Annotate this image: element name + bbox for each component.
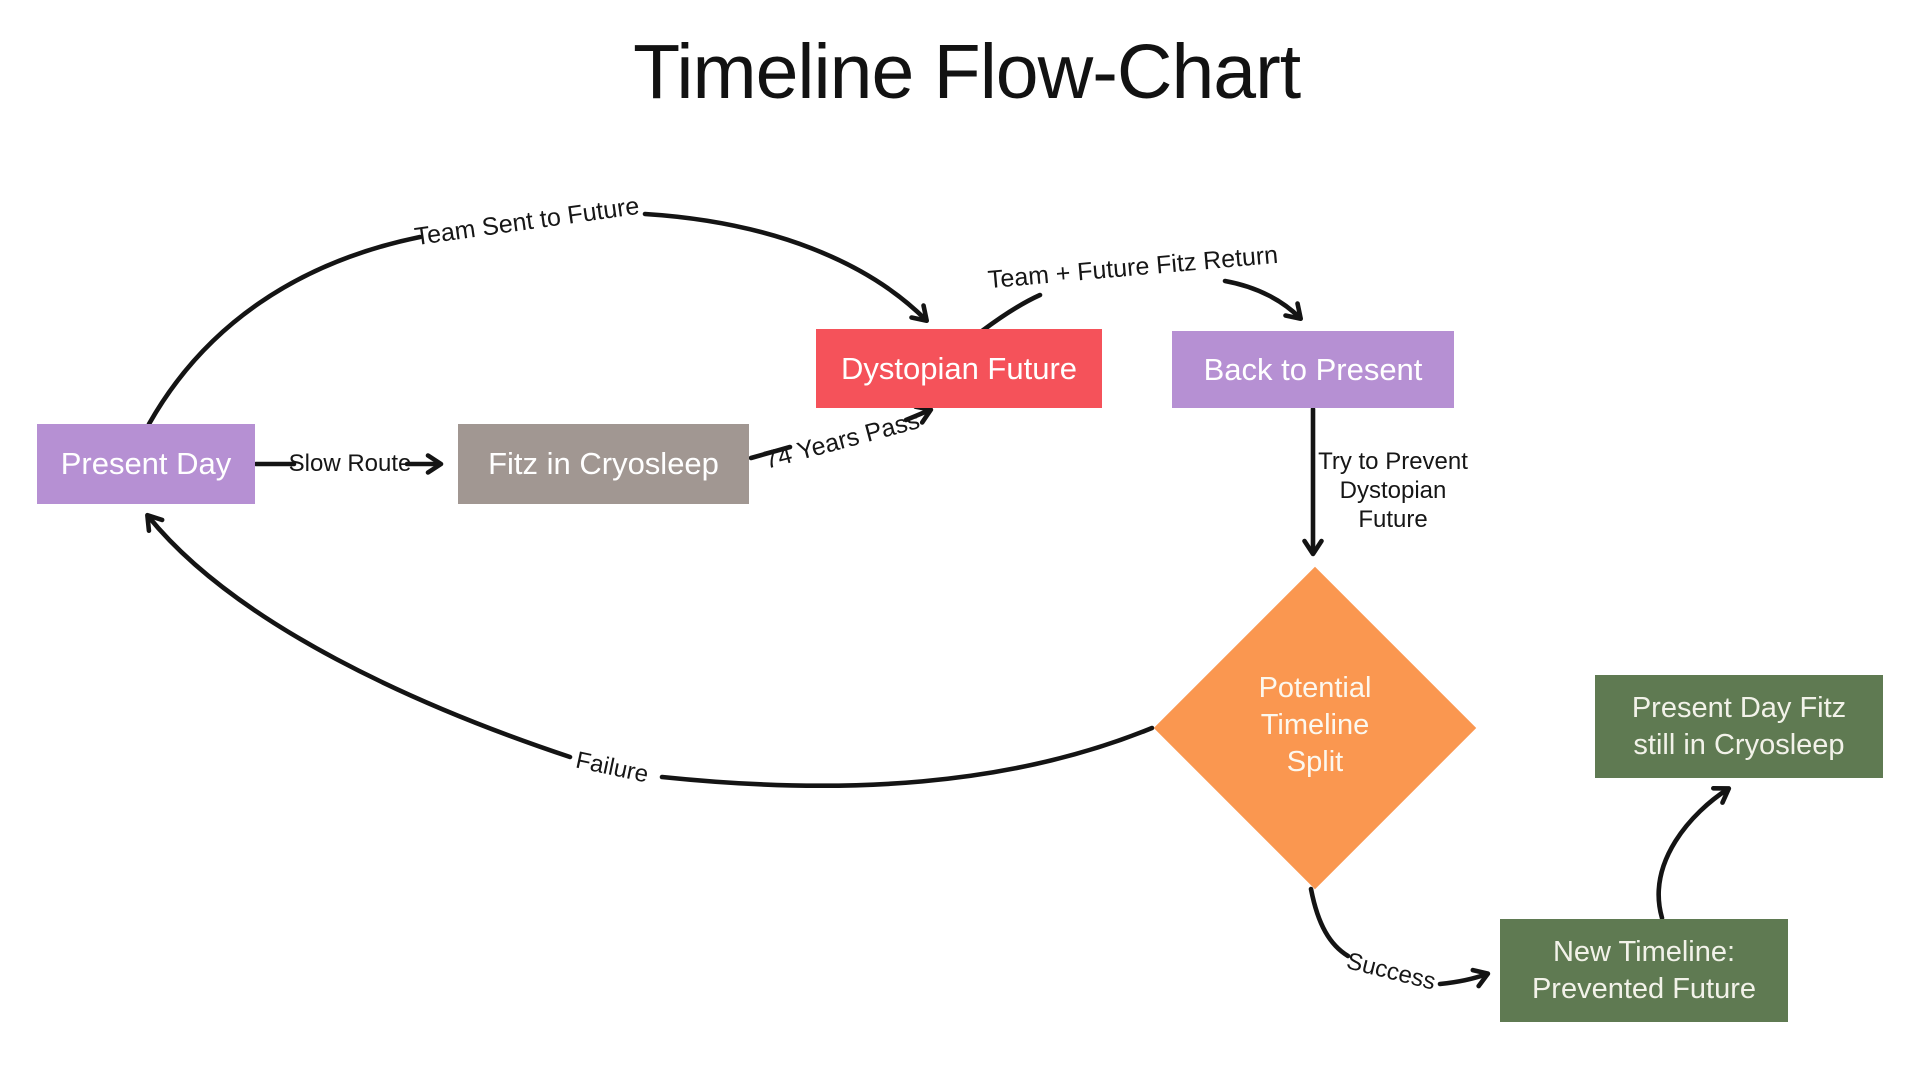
- try-prevent-line1: Try to Prevent: [1318, 448, 1468, 475]
- timeline-split-line1: Potential: [1258, 672, 1372, 704]
- edge-success-left: [1308, 886, 1351, 959]
- try-prevent-line3: Future: [1358, 506, 1428, 533]
- node-dystopian-future-label: Dystopian Future: [840, 350, 1078, 386]
- edge-years-pass-right: [903, 404, 934, 425]
- edge-failure-left: [145, 512, 573, 760]
- fitz-still-line1: Present Day Fitz: [1631, 691, 1847, 724]
- new-timeline-line1: New Timeline:: [1552, 935, 1736, 968]
- node-fitz-in-cryosleep-label: Fitz in Cryosleep: [488, 446, 719, 481]
- edge-label-slow-route: Slow Route: [288, 450, 412, 477]
- edge-new-timeline-to-cryosleep: [1656, 786, 1732, 921]
- timeline-split-line2: Timeline: [1260, 709, 1370, 741]
- try-prevent-line2: Dystopian: [1339, 477, 1447, 504]
- node-back-to-present: Back to Present: [1172, 331, 1454, 408]
- edge-team-sent-arc-left: [146, 234, 423, 427]
- page-title: Timeline Flow-Chart: [633, 29, 1301, 115]
- timeline-split-line3: Split: [1286, 746, 1344, 778]
- node-fitz-in-cryosleep: Fitz in Cryosleep: [458, 424, 749, 504]
- node-dystopian-future: Dystopian Future: [816, 329, 1102, 408]
- node-present-day-fitz-still-in-cryosleep: Present Day Fitz still in Cryosleep: [1595, 675, 1883, 778]
- node-present-day: Present Day: [37, 424, 255, 504]
- edge-label-try-prevent: Try to Prevent Dystopian Future: [1305, 447, 1481, 534]
- edge-failure-right: [659, 725, 1155, 789]
- node-new-timeline-prevented-future: New Timeline: Prevented Future: [1500, 919, 1788, 1022]
- node-present-day-label: Present Day: [60, 446, 232, 481]
- edge-team-return-arc-right: [1222, 278, 1304, 322]
- new-timeline-line2: Prevented Future: [1531, 972, 1757, 1005]
- edge-team-sent-arc-right: [642, 211, 930, 324]
- edge-success-right: [1437, 967, 1491, 989]
- edge-years-pass-left: [748, 444, 793, 461]
- node-potential-timeline-split-label: Potential Timeline Split: [1165, 670, 1465, 781]
- edge-team-return-arc-left: [979, 292, 1043, 334]
- fitz-still-line2: still in Cryosleep: [1633, 728, 1845, 761]
- node-back-to-present-label: Back to Present: [1203, 351, 1423, 387]
